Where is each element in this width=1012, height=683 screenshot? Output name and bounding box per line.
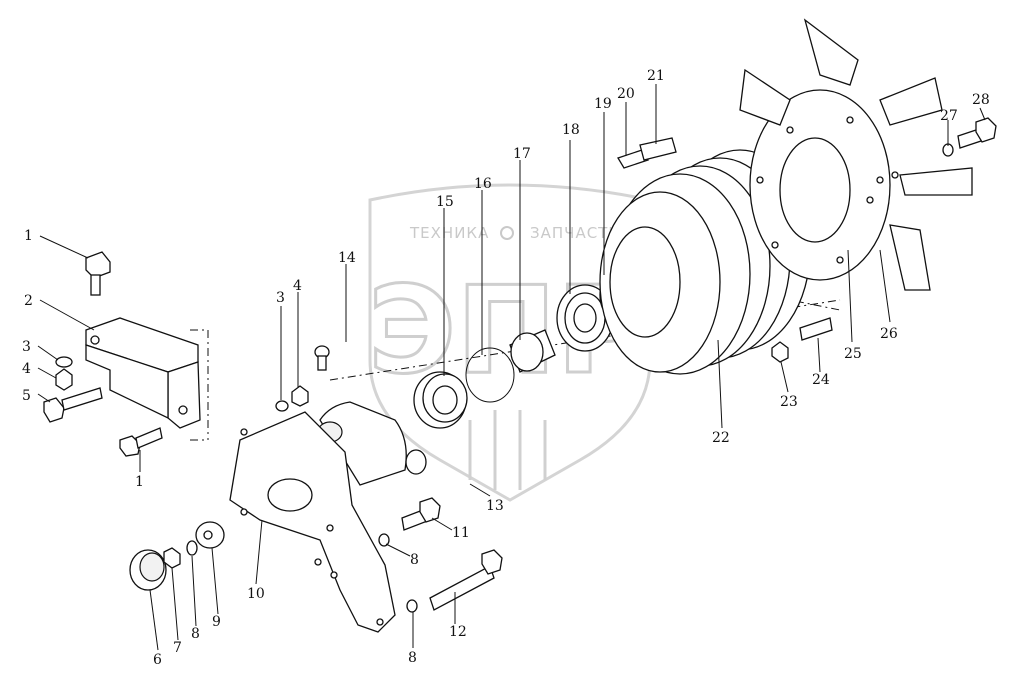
flange-25 [749, 89, 891, 281]
bolt-11 [401, 497, 441, 531]
pulley-22 [599, 149, 811, 375]
bearing-15 [413, 371, 468, 429]
fan-26 [739, 18, 973, 291]
washer-8-upper [378, 533, 390, 547]
bolt-1-bottom [119, 427, 163, 457]
callout-label: 1 [135, 474, 144, 490]
nut-7 [163, 547, 181, 569]
callout-labels: 1 2 3 4 5 1 3 4 14 15 16 17 18 19 20 21 … [22, 68, 990, 668]
washer-3-mid [275, 400, 289, 412]
callout-label: 8 [191, 626, 200, 642]
spacer-17 [509, 329, 556, 373]
bolt-12 [429, 549, 503, 611]
callout-label: 5 [22, 388, 31, 404]
stud-24 [799, 317, 833, 341]
key-21 [639, 137, 677, 161]
washer-8-lower [406, 599, 418, 613]
bolt-5 [43, 387, 103, 423]
callout-label: 7 [173, 640, 182, 656]
callout-label: 20 [617, 86, 635, 102]
bearing-18 [556, 284, 614, 352]
callout-label: 4 [293, 278, 302, 294]
washer-9 [195, 521, 225, 549]
callout-label: 18 [562, 122, 580, 138]
bolt-1-top [85, 251, 111, 296]
gear-icon [500, 226, 514, 240]
watermark-right-text: ЗАПЧАСТИ [530, 224, 621, 242]
bolt-28 [957, 117, 997, 149]
watermark-left-text: ТЕХНИКА [409, 224, 489, 242]
washer-8-left [186, 540, 198, 556]
callout-label: 12 [449, 624, 467, 640]
callout-label: 14 [338, 250, 356, 266]
grease-fitting-14 [314, 345, 330, 371]
callout-label: 4 [22, 361, 31, 377]
nut-4-left [55, 368, 73, 391]
wheat-icon [468, 410, 547, 490]
plate-10 [229, 411, 396, 633]
callout-label: 2 [24, 293, 33, 309]
callout-label: 25 [844, 346, 862, 362]
nut-23 [771, 341, 789, 363]
nut-4-mid [291, 385, 309, 407]
callout-label: 24 [812, 372, 830, 388]
leader-lines [37, 84, 986, 651]
callout-label: 27 [940, 108, 958, 124]
callout-label: 10 [247, 586, 265, 602]
callout-label: 16 [474, 176, 492, 192]
callout-label: 11 [452, 525, 470, 541]
key-20 [617, 149, 649, 169]
callout-label: 26 [880, 326, 898, 342]
callout-label: 23 [780, 394, 798, 410]
callout-label: 3 [276, 290, 285, 306]
callout-label: 15 [436, 194, 454, 210]
cap-6 [129, 549, 167, 591]
callout-label: 22 [712, 430, 730, 446]
callout-label: 8 [408, 650, 417, 666]
washer-3-left [55, 356, 73, 368]
callout-label: 8 [410, 552, 419, 568]
callout-label: 19 [594, 96, 612, 112]
bracket-2 [85, 317, 201, 429]
callout-label: 13 [486, 498, 504, 514]
callout-label: 3 [22, 339, 31, 355]
callout-label: 17 [513, 146, 531, 162]
callout-label: 21 [647, 68, 665, 84]
retaining-ring-16 [465, 347, 515, 403]
callout-label: 6 [153, 652, 162, 668]
callout-label: 28 [972, 92, 990, 108]
callout-label: 9 [212, 614, 221, 630]
callout-label: 1 [24, 228, 33, 244]
